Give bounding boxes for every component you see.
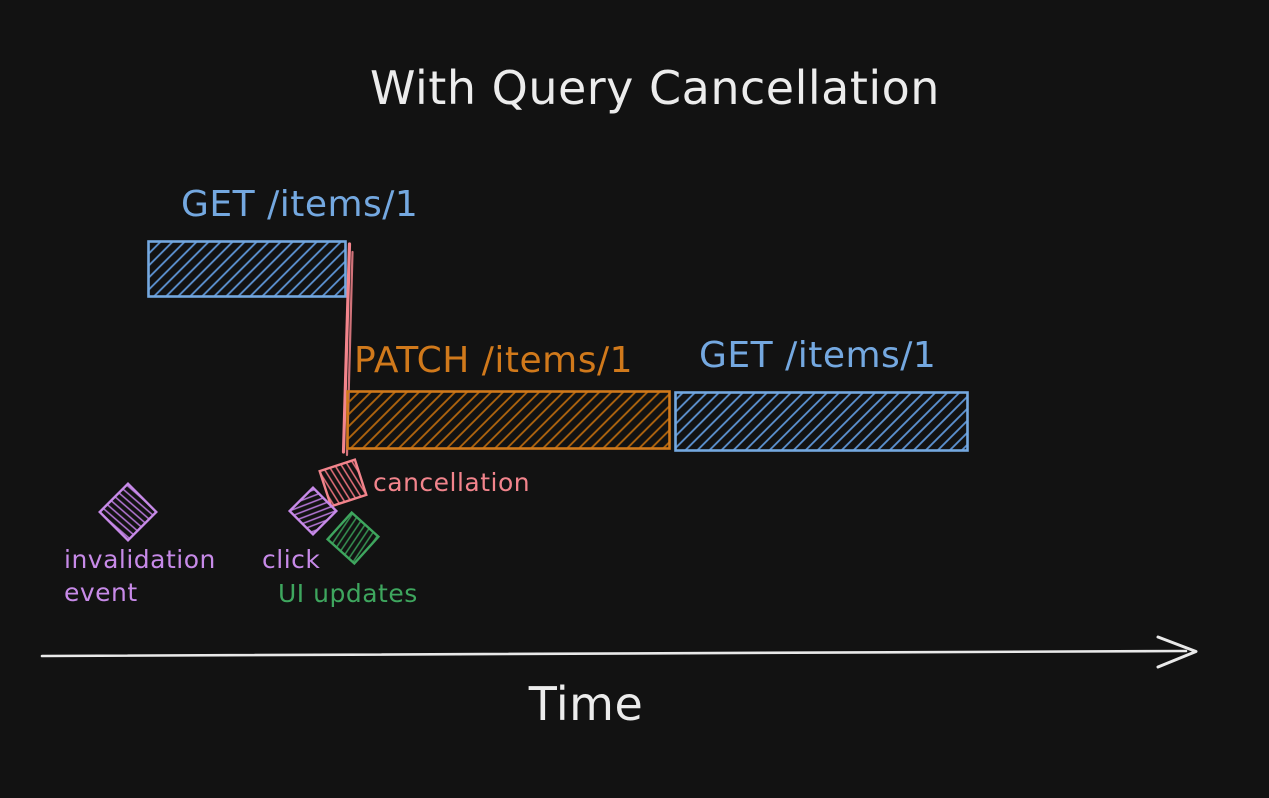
bar-get-2: [674, 391, 969, 452]
bar-get-1: [147, 240, 347, 298]
bar-patch: [346, 390, 671, 450]
diagram-title: With Query Cancellation: [370, 61, 940, 115]
click-diamond: [287, 485, 339, 537]
click-label: click: [262, 545, 320, 574]
time-axis-label: Time: [528, 677, 644, 731]
invalidation-event-diamond: [98, 482, 158, 542]
arrowhead-icon: [1156, 635, 1198, 669]
bar-patch-label: PATCH /items/1: [354, 340, 633, 381]
invalidation-label-line1: invalidation: [64, 545, 216, 574]
time-axis-arrow: [40, 635, 1198, 669]
invalidation-label-line2: event: [64, 578, 138, 607]
ui-updates-label: UI updates: [278, 579, 418, 608]
cancellation-diamond: [318, 458, 368, 508]
cancellation-label: cancellation: [373, 468, 530, 497]
bar-get-1-label: GET /items/1: [181, 184, 418, 225]
ui-updates-diamond: [325, 510, 381, 566]
bar-get-2-label: GET /items/1: [699, 335, 936, 376]
